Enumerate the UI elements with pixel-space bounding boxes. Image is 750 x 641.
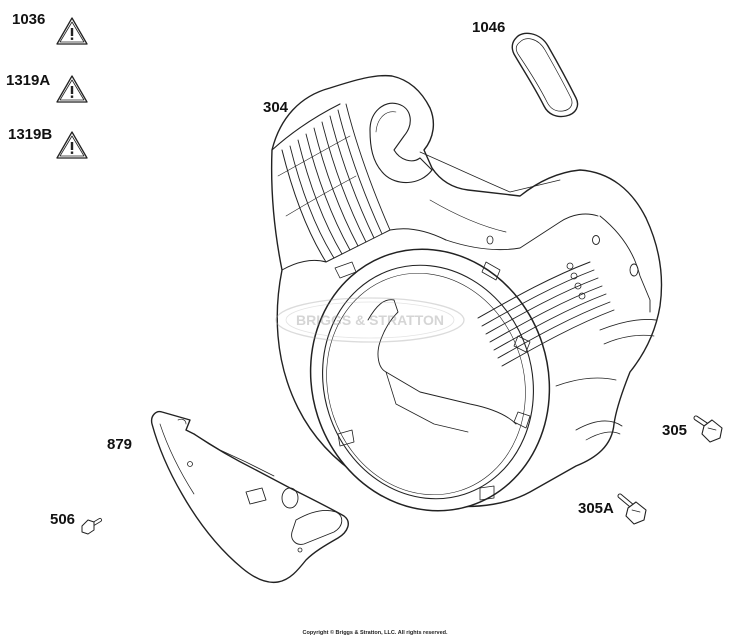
warning-triangle-icon: [56, 75, 88, 103]
callout-506[interactable]: 506: [50, 511, 76, 528]
warning-triangle-icon: [56, 17, 88, 45]
callout-1046[interactable]: 1046: [472, 19, 506, 36]
callout-1319b[interactable]: 1319B: [8, 126, 53, 143]
callout-305a[interactable]: 305A: [578, 500, 614, 517]
part-506-screw[interactable]: [81, 518, 102, 535]
callout-1036[interactable]: 1036: [12, 11, 46, 28]
part-305a-screw[interactable]: [617, 493, 647, 525]
callout-879[interactable]: 879: [107, 436, 133, 453]
part-305-screw[interactable]: [693, 415, 723, 443]
callout-304[interactable]: 304: [263, 99, 289, 116]
callout-305[interactable]: 305: [662, 422, 688, 439]
warning-triangle-icon: [56, 131, 88, 159]
part-1046-plate[interactable]: [511, 32, 579, 118]
callout-1319a[interactable]: 1319A: [6, 72, 51, 89]
part-304-blower-housing[interactable]: [270, 74, 663, 542]
copyright-notice: Copyright © Briggs & Stratton, LLC. All …: [302, 630, 448, 636]
watermark-text: BRIGGS & STRATTON: [296, 312, 444, 328]
part-879-air-guide[interactable]: [150, 410, 349, 584]
brand-watermark: BRIGGS & STRATTON: [275, 297, 465, 343]
